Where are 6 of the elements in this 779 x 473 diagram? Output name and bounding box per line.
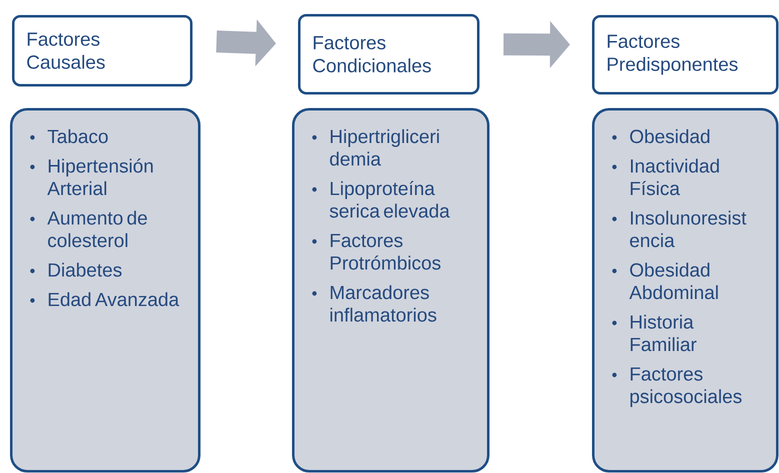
- heading-box: Factores Predisponentes: [592, 15, 778, 94]
- heading-box: Factores Condicionales: [298, 14, 480, 94]
- heading-box: Factores Causales: [12, 15, 192, 86]
- list-box: Tabaco Hipertensión Arterial Aumento de colesterol Diabetes Edad Avanzada: [10, 108, 200, 472]
- list-box: Hipertrigliceri demia Lipoproteína serica elevada Factores Protrómbicos Marcadores inflamatorios: [292, 108, 490, 472]
- list-box: Obesidad Inactividad Física Insolunoresist encia Obesidad Abdominal Historia Familiar Factores psicosociales: [592, 108, 778, 472]
